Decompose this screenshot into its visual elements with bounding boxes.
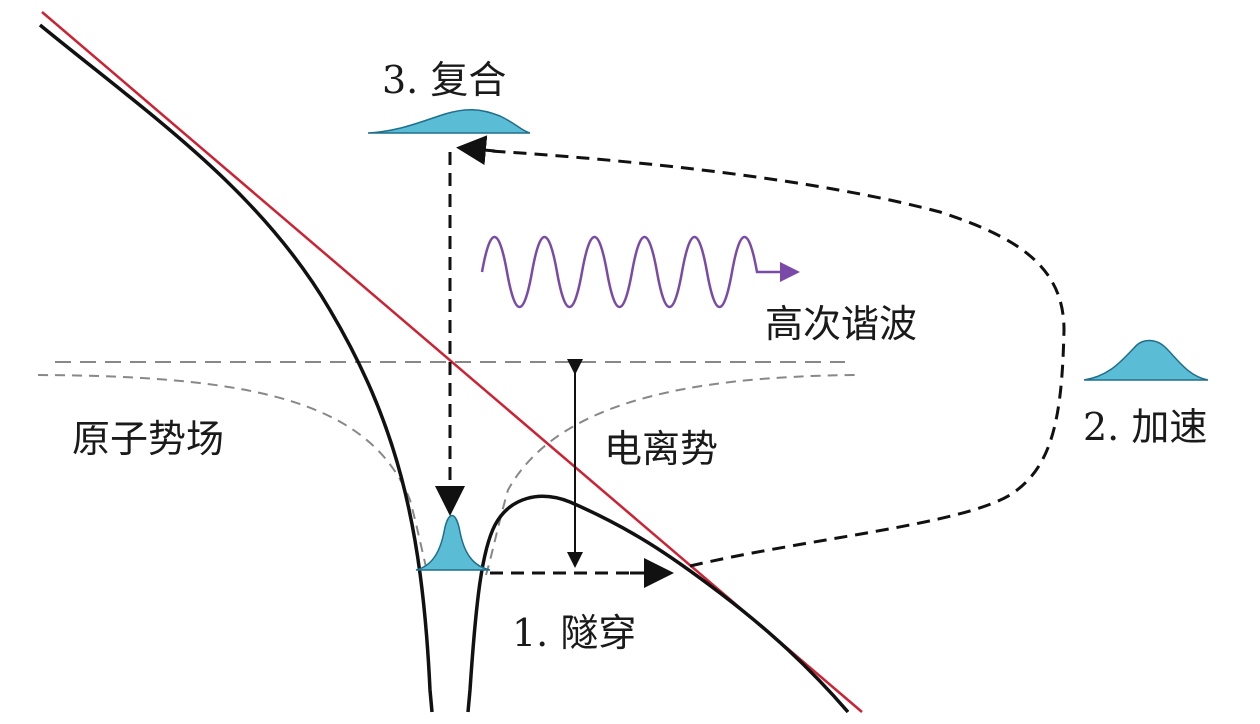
step3-recombination-label: 3. 复合 <box>382 58 507 102</box>
effective-potential-right <box>466 494 850 714</box>
step2-acceleration-label: 2. 加速 <box>1083 405 1208 449</box>
atomic-potential-label: 原子势场 <box>72 417 225 461</box>
step1-tunneling-label: 1. 隧穿 <box>512 611 637 655</box>
wavepacket-accelerated <box>1083 339 1209 381</box>
return-arrow <box>456 135 496 166</box>
wavepacket-recombination <box>367 109 531 134</box>
ionization-potential-label: 电离势 <box>604 427 719 471</box>
high-harmonic-label: 高次谐波 <box>765 302 918 346</box>
harmonic-wave <box>480 236 800 308</box>
atomic-potential-curve <box>37 374 861 576</box>
effective-potential-left <box>38 23 434 713</box>
wavepacket-bound <box>415 514 491 571</box>
